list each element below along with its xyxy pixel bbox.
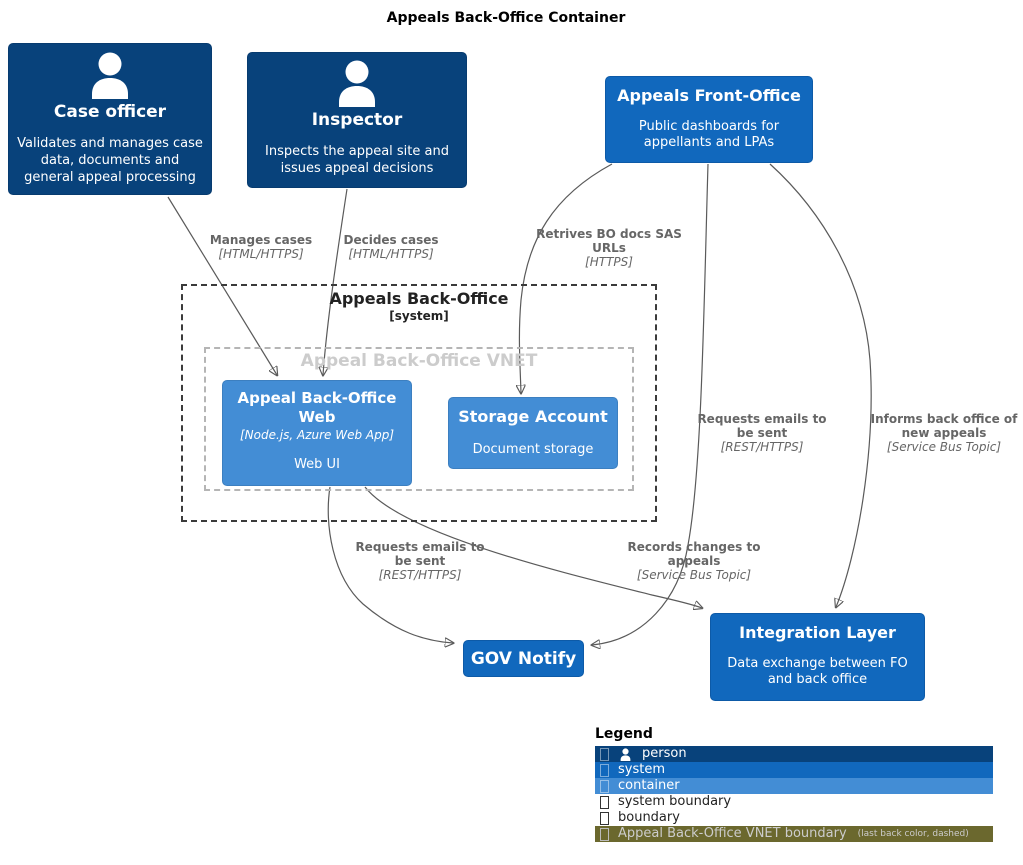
legend: Legend person system container system bo… [595,726,993,842]
node-name: Storage Account [458,407,608,426]
legend-label: Appeal Back-Office VNET boundary [618,826,847,841]
edge-protocol-text: [Service Bus Topic] [886,440,1002,454]
edge-protocol-text: [HTTPS] [585,255,633,269]
legend-title: Legend [595,726,653,742]
node-description: Public dashboards for appellants and LPA… [638,119,780,150]
node-name: Appeals Front-Office [617,86,801,105]
edge-label-text: URLs [592,241,626,255]
legend-note: (last back color, dashed) [857,829,969,839]
edge-label-text: Manages cases [209,233,313,247]
edge-label-text: be sent [394,554,446,568]
system-node-gov-notify: GOV Notify [463,640,584,677]
edge-label-text: Informs back office of [870,412,1018,426]
legend-label: container [618,778,680,793]
edge-label-text: appeals [667,554,721,568]
legend-row-system: system [595,762,993,778]
edge-protocol-text: [HTML/HTTPS] [348,247,434,261]
missing-glyph-icon [600,827,609,841]
legend-label: system [618,762,665,777]
legend-label: boundary [618,810,680,825]
edge-label-text: Decides cases [343,233,439,247]
vnet-boundary-name: Appeal Back-Office VNET [300,351,538,371]
edge-label-text: Records changes to [627,540,761,554]
edge-label-text: be sent [736,426,788,440]
node-description: Inspects the appeal site and issues appe… [265,144,449,176]
node-description: Document storage [472,442,594,457]
legend-row-vnet-boundary: Appeal Back-Office VNET boundary (last b… [595,826,993,842]
edge-label-retrieves-docs: Retrives BO docs SAS URLs [HTTPS] [536,227,682,269]
legend-label: system boundary [618,794,732,809]
node-name: Integration Layer [739,623,896,642]
legend-row-person: person [595,746,993,762]
container-node-appeal-back-office-web: Appeal Back-Office Web [Node.js, Azure W… [222,380,412,486]
person-icon [339,60,375,107]
node-technology: [Node.js, Azure Web App] [239,428,395,442]
node-name: GOV Notify [470,648,577,669]
legend-row-boundary: boundary [595,810,993,826]
container-node-storage-account: Storage Account Document storage [448,397,618,469]
edge-protocol-text: [REST/HTTPS] [378,568,462,582]
missing-glyph-icon [600,763,609,777]
edge-protocol-text: [HTML/HTTPS] [218,247,304,261]
system-boundary-type-label: [system] [389,309,449,323]
edge-front-office-to-integration [769,163,872,607]
edge-label-web-requests-emails: Requests emails to be sent [REST/HTTPS] [355,540,484,582]
legend-row-system-boundary: system boundary [595,794,993,810]
diagram-title: Appeals Back-Office Container [386,10,626,26]
edge-label-manages-cases: Manages cases [HTML/HTTPS] [210,233,312,261]
node-description: Validates and manages case data, documen… [17,136,203,185]
edge-label-decides-cases: Decides cases [HTML/HTTPS] [343,233,438,261]
missing-glyph-icon [600,811,609,825]
missing-glyph-icon [600,795,609,809]
edge-protocol-text: [Service Bus Topic] [636,568,752,582]
node-description: Web UI [294,457,340,472]
edge-label-text: Requests emails to [355,540,485,554]
node-name: Appeal Back-Office Web [237,389,397,426]
person-icon [92,52,128,99]
node-description: Data exchange between FO and back office [727,656,908,687]
edge-label-text: new appeals [901,426,987,440]
legend-label: person [642,746,687,761]
edge-protocol-text: [REST/HTTPS] [720,440,804,454]
system-node-integration-layer: Integration Layer Data exchange between … [710,613,925,701]
edge-label-fo-requests-emails: Requests emails to be sent [REST/HTTPS] [697,412,826,454]
missing-glyph-icon [600,747,609,761]
edge-label-records-changes: Records changes to appeals [Service Bus … [628,540,761,582]
legend-row-container: container [595,778,993,794]
edge-label-text: Requests emails to [697,412,827,426]
edge-label-informs-new-appeals: Informs back office of new appeals [Serv… [871,412,1018,454]
edge-label-text: Retrives BO docs SAS [536,227,682,241]
person-node-case-officer: Case officer Validates and manages case … [8,43,212,195]
system-node-appeals-front-office: Appeals Front-Office Public dashboards f… [605,76,813,163]
node-name: Case officer [53,102,167,122]
system-boundary-appeals-back-office: Appeals Back-Office [system] [181,284,657,522]
system-boundary-name: Appeals Back-Office [329,289,509,308]
vnet-boundary: Appeal Back-Office VNET [204,347,634,491]
missing-glyph-icon [600,779,609,793]
person-icon [620,747,631,761]
node-name: Inspector [311,110,403,130]
person-node-inspector: Inspector Inspects the appeal site and i… [247,52,467,188]
